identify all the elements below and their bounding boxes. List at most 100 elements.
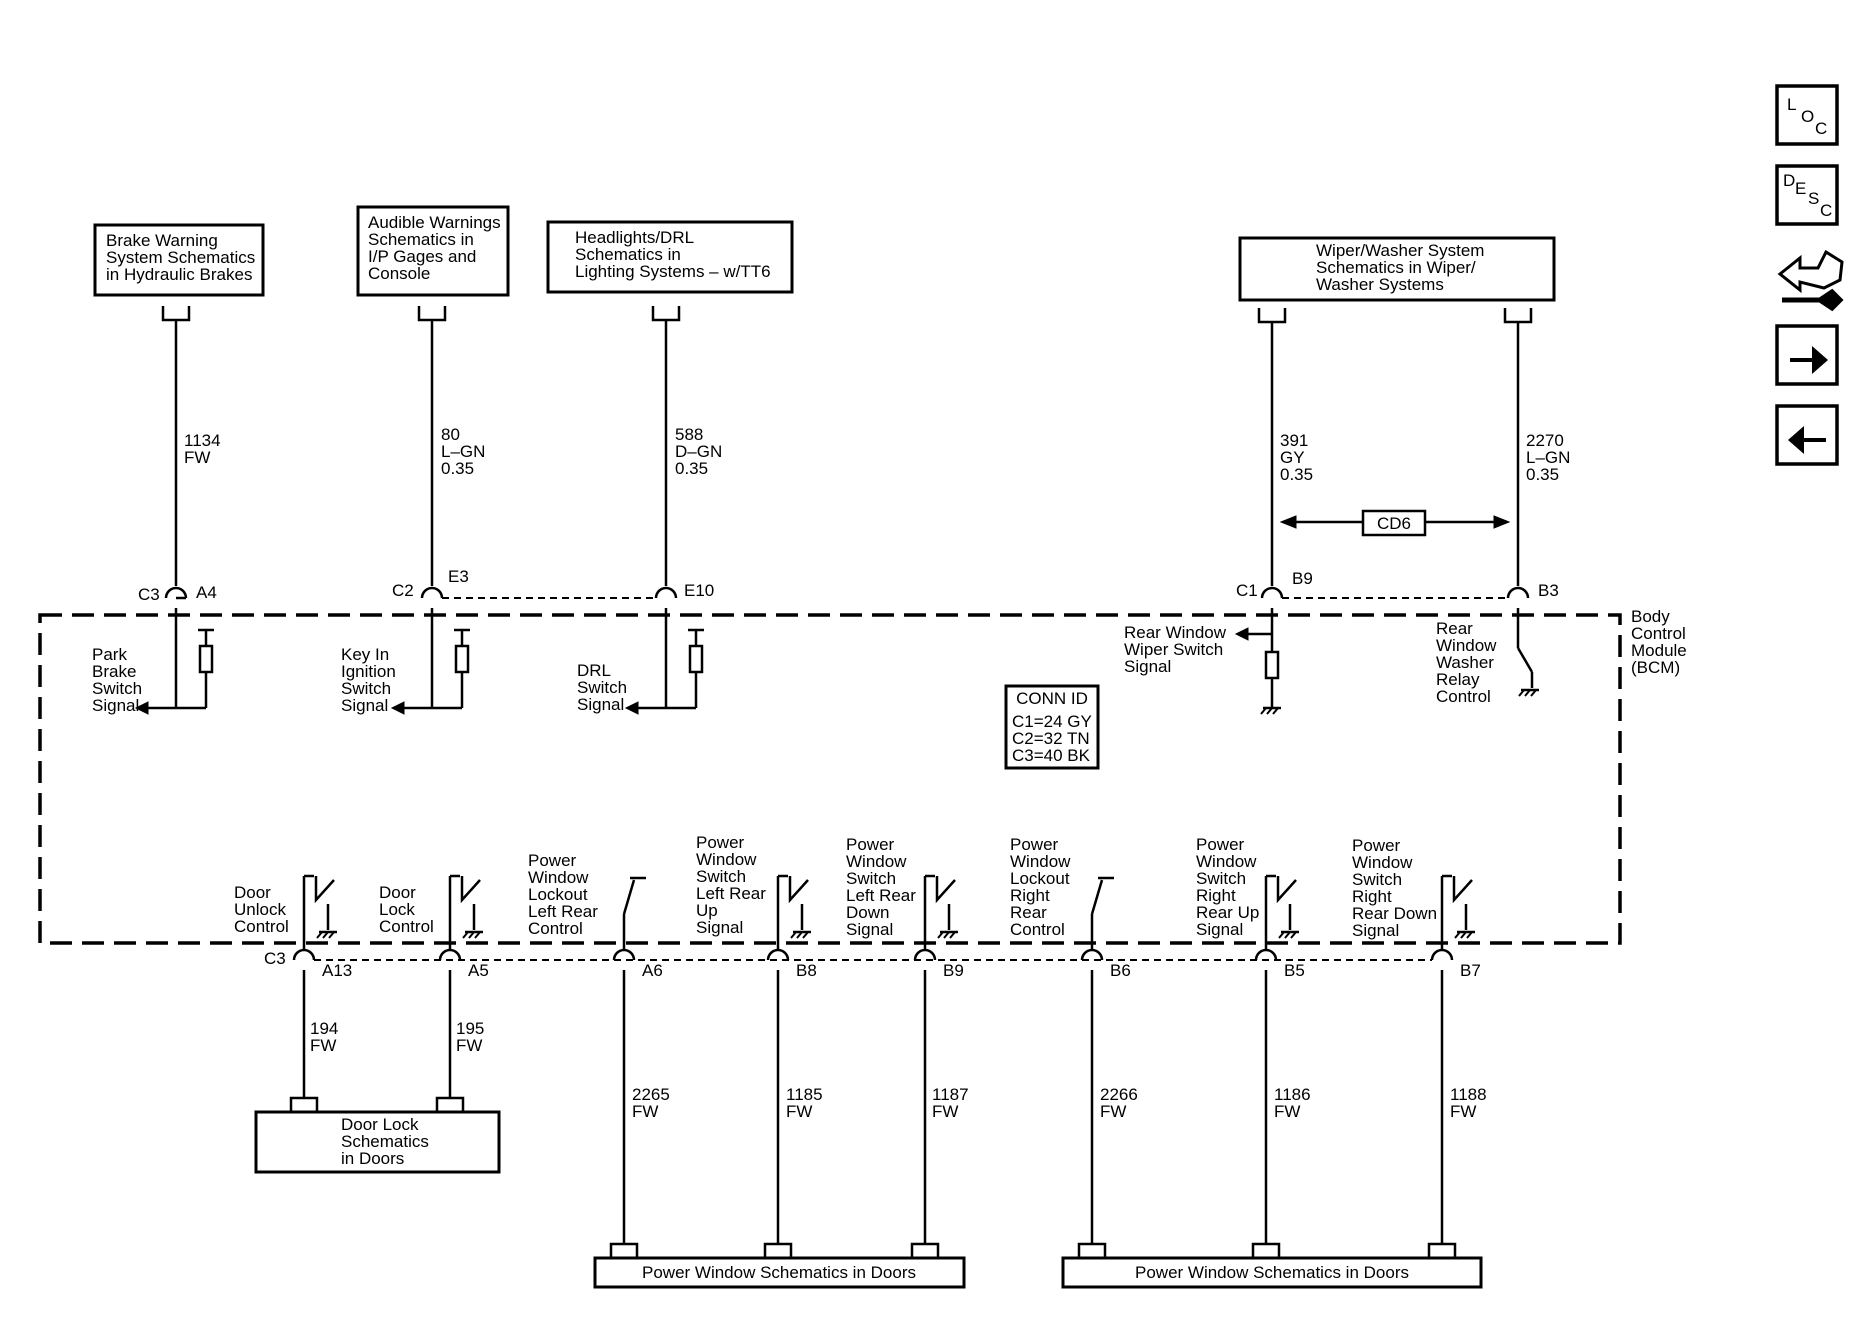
signal-rear-washer: Rear xyxy=(1436,619,1473,638)
ground-icon xyxy=(474,931,481,939)
ground-icon xyxy=(949,931,956,939)
ground-icon xyxy=(937,931,944,939)
signal-drl: Signal xyxy=(577,695,624,714)
wire-label-588: 0.35 xyxy=(675,459,708,478)
pin-e3 xyxy=(420,586,444,599)
loc-letter: L xyxy=(1787,95,1796,114)
rear-wiper-arrow xyxy=(1234,627,1249,641)
signal-pw-lr-up: Power xyxy=(696,833,745,852)
ground-icon xyxy=(802,931,809,939)
signal-key-in: Ignition xyxy=(341,662,396,681)
drl-circuit-arrow xyxy=(624,701,639,715)
connector-terminal xyxy=(1251,1242,1281,1258)
previous-page-button[interactable] xyxy=(1775,404,1839,466)
loc-button[interactable]: LOC xyxy=(1775,84,1839,146)
signal-pw-lr-down: Power xyxy=(846,835,895,854)
signal-drl: DRL xyxy=(577,661,611,680)
signal-pw-rr-down: Window xyxy=(1352,853,1413,872)
ground-icon xyxy=(462,931,469,939)
wire-label-588: 588 xyxy=(675,425,703,444)
pin-b3 xyxy=(1506,586,1530,599)
signal-pw-lockout-rr: Control xyxy=(1010,920,1065,939)
signal-key-in: Signal xyxy=(341,696,388,715)
box-text-audible: Schematics in xyxy=(368,230,474,249)
connector-terminal xyxy=(161,306,191,322)
connector-tool-icon[interactable] xyxy=(1777,249,1844,312)
relay-switch xyxy=(1276,876,1297,904)
box-power-window-left xyxy=(593,1256,966,1289)
pin-a6 xyxy=(612,948,636,961)
connector-terminal xyxy=(1503,308,1533,324)
wire-label-195: FW xyxy=(456,1036,482,1055)
ground-icon xyxy=(322,931,329,939)
signal-rear-washer: Control xyxy=(1436,687,1491,706)
signal-pw-lr-down: Left Rear xyxy=(846,886,916,905)
pin-a4 xyxy=(164,586,188,599)
connector-terminal xyxy=(289,1096,319,1112)
pin-e10 xyxy=(654,586,678,599)
ground-icon xyxy=(1260,707,1267,715)
wire-label-80: 0.35 xyxy=(441,459,474,478)
signal-pw-rr-up: Window xyxy=(1196,852,1257,871)
pin-label: E3 xyxy=(448,567,469,586)
box-headlights-drl xyxy=(546,220,794,294)
wire-label-80: L–GN xyxy=(441,442,485,461)
ground-icon xyxy=(943,931,950,939)
signal-park-brake: Brake xyxy=(92,662,136,681)
relay-switch xyxy=(935,876,956,904)
signal-door-unlock: Unlock xyxy=(234,900,286,919)
ground-icon xyxy=(1530,689,1537,697)
box-text-pw-right: Power Window Schematics in Doors xyxy=(1135,1263,1409,1282)
signal-rear-washer: Washer xyxy=(1436,653,1494,672)
signal-pw-rr-up: Power xyxy=(1196,835,1245,854)
pin-label: A5 xyxy=(468,961,489,980)
wire-label-2265: FW xyxy=(632,1102,658,1121)
bcm-module-label: Body xyxy=(1631,607,1670,626)
signal-pw-rr-down: Right xyxy=(1352,887,1392,906)
ground-icon xyxy=(1518,689,1525,697)
signal-park-brake: Signal xyxy=(92,696,139,715)
signal-key-in: Key In xyxy=(341,645,389,664)
cd6-label: CD6 xyxy=(1377,514,1411,533)
signal-pw-lr-down: Down xyxy=(846,903,889,922)
box-text-brake: System Schematics xyxy=(106,248,255,267)
next-page-button[interactable] xyxy=(1775,324,1839,386)
drl-circuit-resistor xyxy=(688,644,704,674)
arrow-left-icon xyxy=(1788,426,1826,454)
wire-label-80: 80 xyxy=(441,425,460,444)
wire-label-1188: FW xyxy=(1450,1102,1476,1121)
ground-icon xyxy=(790,931,797,939)
signal-pw-rr-up: Signal xyxy=(1196,920,1243,939)
wire-label-194: 194 xyxy=(310,1019,338,1038)
loc-button-frame xyxy=(1775,84,1839,146)
wire-label-2270: 2270 xyxy=(1526,431,1564,450)
wire-label-1186: FW xyxy=(1274,1102,1300,1121)
signal-pw-lr-up: Up xyxy=(696,901,718,920)
rear-wiper-resistor xyxy=(1264,650,1280,680)
conn-id-title: CONN ID xyxy=(1016,689,1088,708)
ground-icon xyxy=(1524,689,1531,697)
key-in-circuit-resistor xyxy=(454,644,470,674)
loc-letter: O xyxy=(1801,107,1814,126)
signal-pw-rr-up: Right xyxy=(1196,886,1236,905)
signal-park-brake: Park xyxy=(92,645,127,664)
desc-letter: C xyxy=(1820,201,1832,220)
box-audible-warnings xyxy=(356,205,510,297)
signal-pw-rr-down: Rear Down xyxy=(1352,904,1437,923)
wire-label-1186: 1186 xyxy=(1274,1085,1311,1104)
relay-switch xyxy=(1452,876,1473,904)
signal-pw-lockout-rr: Right xyxy=(1010,886,1050,905)
box-text-doorlock: Door Lock xyxy=(341,1115,419,1134)
box-wiper-washer xyxy=(1238,236,1556,302)
ground-icon xyxy=(316,931,323,939)
signal-pw-lr-up: Switch xyxy=(696,867,746,886)
bcm-module-boundary xyxy=(38,613,1622,945)
next-page-button-frame xyxy=(1775,324,1839,386)
ground-icon xyxy=(796,931,803,939)
signal-pw-lockout-lr: Window xyxy=(528,868,589,887)
wire-label-391: GY xyxy=(1280,448,1305,467)
conn-id-line: C1=24 GY xyxy=(1012,712,1092,731)
signal-pw-lockout-lr: Left Rear xyxy=(528,902,598,921)
